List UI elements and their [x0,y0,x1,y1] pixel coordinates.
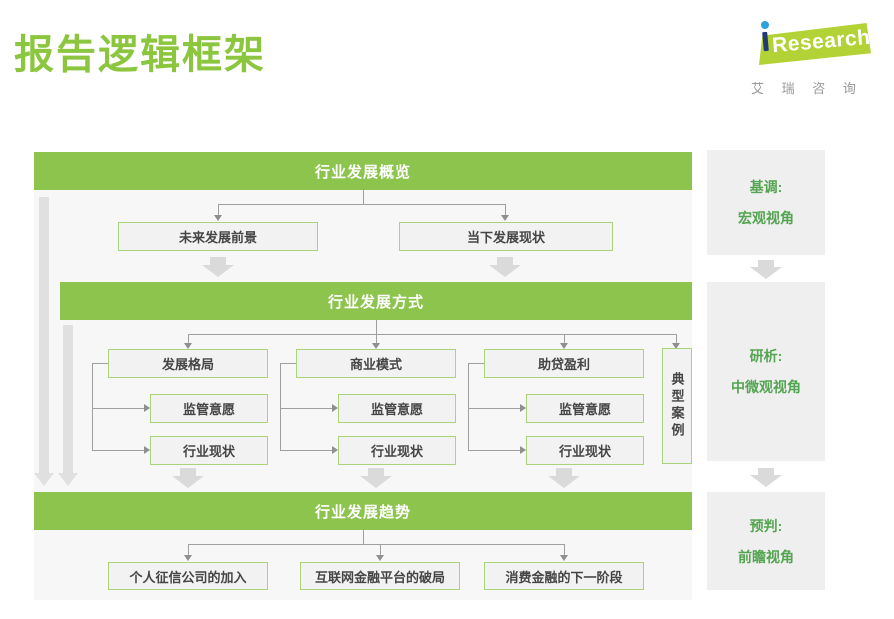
connector-line [676,334,677,343]
logo-caption: 艾 瑞 咨 询 [751,81,863,96]
sidebar-forecast-line1: 预判: [749,517,783,534]
box-development-pattern: 发展格局 [108,349,268,378]
connector-line [92,408,144,409]
thick-down-arrow-icon [489,265,521,277]
section3-header-bar: 行业发展趋势 [34,492,692,530]
iresearch-logo: Research 艾 瑞 咨 询 [745,10,877,102]
sidebar-analysis-line1: 研析: [749,348,783,364]
box-personal-credit: 个人征信公司的加入 [108,562,268,590]
vertical-flow-bar-1 [39,197,49,473]
connector-line [468,450,520,451]
thick-down-arrow-icon [210,257,226,265]
down-arrow-icon [214,215,222,221]
box-business-model: 商业模式 [296,349,456,378]
right-arrow-icon [520,404,526,412]
connector-line [363,530,364,544]
down-arrow-icon [672,343,680,349]
right-arrow-icon [144,404,150,412]
connector-line [280,363,296,364]
connector-line [363,190,364,204]
right-arrow-icon [144,446,150,454]
thick-down-arrow-icon [758,468,774,475]
connector-line [92,363,108,364]
box-regulatory-will: 监管意愿 [526,394,644,423]
sidebar-analysis-line2: 中微观视角 [731,379,801,395]
connector-line [188,334,189,343]
box-industry-status: 行业现状 [526,436,644,465]
box-current-status: 当下发展现状 [399,222,613,251]
box-industry-status: 行业现状 [150,436,268,465]
right-arrow-icon [332,446,338,454]
down-arrow-icon [560,555,568,561]
vertical-flow-bar-1-arrow-icon [34,473,54,486]
connector-line [218,204,219,216]
logo-i-dot-icon [761,21,769,29]
thick-down-arrow-icon [202,265,234,277]
connector-line [468,408,520,409]
section1-header-bar: 行业发展概览 [34,152,692,190]
right-arrow-icon [332,404,338,412]
down-arrow-icon [560,343,568,349]
down-arrow-icon [376,555,384,561]
connector-line [468,363,469,450]
right-arrow-icon [520,446,526,454]
down-arrow-icon [372,343,380,349]
sidebar-panel-analysis: 研析: 中微观视角 [707,282,825,461]
thick-down-arrow-icon [497,257,513,265]
box-future-prospects: 未来发展前景 [118,222,318,251]
thick-down-arrow-icon [548,476,580,488]
connector-line [92,363,93,450]
connector-line [564,334,565,343]
connector-line [376,334,377,343]
connector-line [468,363,484,364]
vertical-flow-bar-2 [63,325,73,473]
box-typical-cases: 典型案例 [662,348,692,464]
connector-line [218,204,506,205]
connector-line [280,363,281,450]
connector-line [380,544,381,555]
sidebar-panel-keynote: 基调: 宏观视角 [707,150,825,255]
connector-line [505,204,506,216]
section2-header-bar: 行业发展方式 [60,282,692,320]
thick-down-arrow-icon [360,476,392,488]
connector-line [188,544,189,555]
thick-down-arrow-icon [750,475,782,487]
vertical-flow-bar-2-arrow-icon [58,473,78,486]
sidebar-forecast-line2: 前瞻视角 [738,548,794,565]
down-arrow-icon [184,343,192,349]
connector-line [280,450,332,451]
logo-i-stem-icon [762,31,769,52]
thick-down-arrow-icon [750,267,782,279]
connector-line [92,450,144,451]
box-regulatory-will: 监管意愿 [150,394,268,423]
connector-line [188,544,565,545]
box-industry-status: 行业现状 [338,436,456,465]
connector-line [188,334,677,335]
sidebar-panel-forecast: 预判: 前瞻视角 [707,492,825,590]
thick-down-arrow-icon [556,468,572,476]
down-arrow-icon [501,215,509,221]
thick-down-arrow-icon [172,476,204,488]
connector-line [376,320,377,334]
page-title: 报告逻辑框架 [14,33,266,77]
box-internet-finance: 互联网金融平台的破局 [300,562,460,590]
thick-down-arrow-icon [758,260,774,267]
thick-down-arrow-icon [180,468,196,476]
sidebar-keynote-line2: 宏观视角 [738,210,794,226]
box-consumer-finance: 消费金融的下一阶段 [484,562,644,590]
connector-line [280,408,332,409]
sidebar-keynote-line1: 基调: [749,179,783,195]
connector-line [564,544,565,555]
down-arrow-icon [184,555,192,561]
box-regulatory-will: 监管意愿 [338,394,456,423]
thick-down-arrow-icon [368,468,384,476]
box-loan-assist-profit: 助贷盈利 [484,349,644,378]
